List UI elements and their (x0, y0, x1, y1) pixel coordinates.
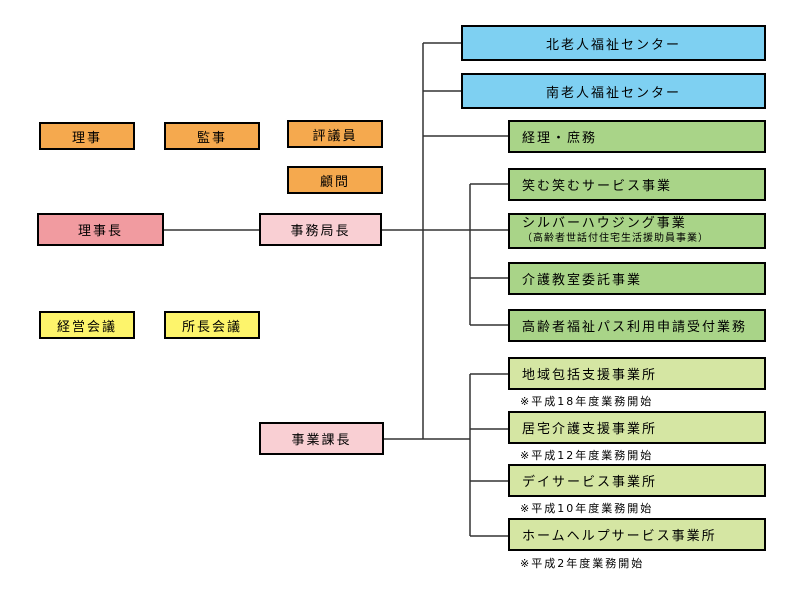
home-care-support-box: 居宅介護支援事業所 (508, 411, 766, 444)
keiei-kaigi-label: 経営会議 (56, 319, 117, 335)
shocho-kaigi-box: 所長会議 (164, 311, 260, 339)
home-help-box: ホームヘルプサービス事業所 (508, 518, 766, 551)
south-center-box: 南老人福祉センター (461, 73, 766, 109)
emu-emu-service-box: 笑む笑むサービス事業 (508, 168, 766, 201)
home-help-note: ※平成2年度業務開始 (520, 557, 645, 570)
day-service-label: デイサービス事業所 (522, 475, 658, 490)
accounting-box: 経理・庶務 (508, 120, 766, 153)
hyogiin-label: 評議員 (312, 128, 358, 144)
care-class-label: 介護教室委託事業 (522, 273, 643, 288)
komon-box: 顧問 (287, 166, 383, 194)
keiei-kaigi-box: 経営会議 (39, 311, 135, 339)
regional-support-box: 地域包括支援事業所 (508, 357, 766, 390)
riji-box: 理事 (39, 122, 135, 150)
silver-housing-sublabel: （高齢者世話付住宅生活援助員事業） (522, 233, 709, 244)
welfare-pass-box: 高齢者福祉パス利用申請受付業務 (508, 309, 766, 342)
regional-support-note: ※平成18年度業務開始 (520, 395, 654, 408)
north-center-box: 北老人福祉センター (461, 25, 766, 61)
hyogiin-box: 評議員 (287, 120, 383, 148)
jigyokacho-box: 事業課長 (259, 422, 384, 455)
day-service-note: ※平成10年度業務開始 (520, 502, 654, 515)
silver-housing-label: シルバーハウジング事業 (522, 216, 687, 231)
shocho-kaigi-label: 所長会議 (181, 319, 242, 335)
jimukyokucho-label: 事務局長 (290, 224, 351, 239)
home-help-label: ホームヘルプサービス事業所 (522, 529, 717, 544)
rijicho-label: 理事長 (77, 224, 123, 239)
kanji-label: 監事 (196, 130, 227, 146)
care-class-box: 介護教室委託事業 (508, 262, 766, 295)
day-service-box: デイサービス事業所 (508, 464, 766, 497)
riji-label: 理事 (71, 130, 102, 146)
jigyokacho-label: 事業課長 (291, 433, 352, 448)
accounting-label: 経理・庶務 (522, 131, 598, 146)
regional-support-label: 地域包括支援事業所 (522, 368, 658, 383)
home-care-support-note: ※平成12年度業務開始 (520, 449, 654, 462)
silver-housing-box: シルバーハウジング事業 （高齢者世話付住宅生活援助員事業） (508, 213, 766, 249)
rijicho-box: 理事長 (37, 213, 164, 246)
home-care-support-label: 居宅介護支援事業所 (522, 422, 658, 437)
north-center-label: 北老人福祉センター (545, 37, 681, 53)
jimukyokucho-box: 事務局長 (259, 213, 382, 246)
kanji-box: 監事 (164, 122, 260, 150)
emu-emu-service-label: 笑む笑むサービス事業 (522, 179, 673, 194)
komon-label: 顧問 (319, 174, 350, 190)
welfare-pass-label: 高齢者福祉パス利用申請受付業務 (522, 320, 748, 335)
south-center-label: 南老人福祉センター (545, 85, 681, 101)
